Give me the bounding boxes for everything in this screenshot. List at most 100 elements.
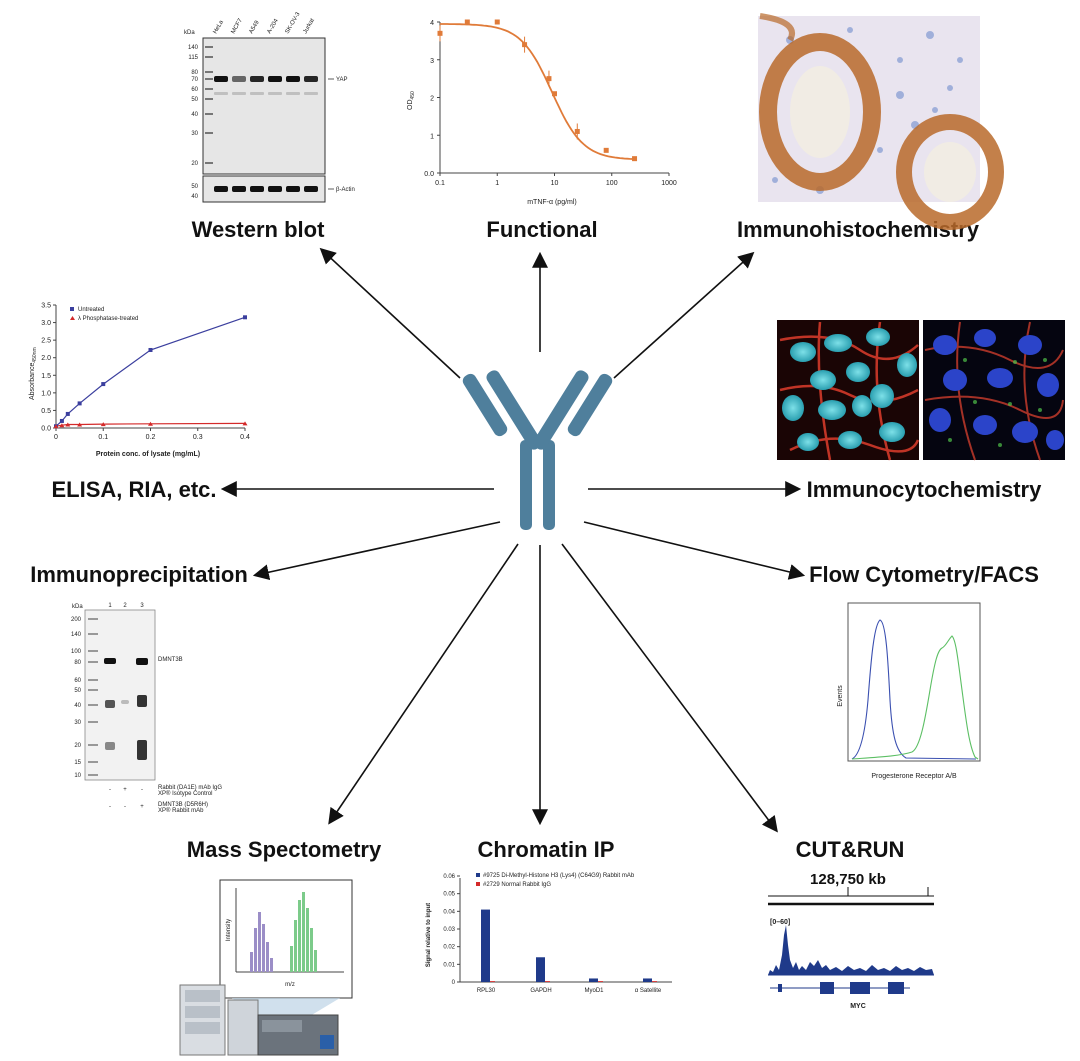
fn-x-tick-label: 10 <box>551 180 559 187</box>
chip-x-tick-label: RPL30 <box>477 988 496 994</box>
ms-xlabel: m/z <box>285 982 295 988</box>
ip-marker-label: 50 <box>74 688 81 694</box>
ip-sign: - <box>109 804 111 810</box>
elisa-point-treated <box>77 422 83 427</box>
ip-marker-label: 60 <box>74 678 81 684</box>
wb-band-actin <box>214 186 228 192</box>
chip-legend-blue: #9725 Di-Methyl-Histone H3 (Lys4) (C64G9… <box>483 873 635 879</box>
elisa-point-treated <box>59 423 65 428</box>
ip-band <box>104 658 116 664</box>
ip-target-label: DMNT3B <box>158 657 183 663</box>
wb-bands <box>214 76 318 192</box>
wb-actin-marker-label: 40 <box>191 194 198 200</box>
chip-x-tick-label: MyoD1 <box>584 988 604 994</box>
fn-data-points <box>437 19 638 162</box>
ms-peak <box>250 952 253 972</box>
elisa-y-tick-label: 2.0 <box>41 355 51 362</box>
elisa-y-tick-label: 3.0 <box>41 320 51 327</box>
chip-bar-blue <box>589 978 598 982</box>
ip-ladder-band <box>88 689 98 691</box>
wb-membrane <box>202 37 326 175</box>
ip-sign: + <box>123 787 127 793</box>
ms-peak <box>258 912 261 972</box>
wb-band-yap <box>286 76 300 82</box>
chip-bar-blue <box>643 978 652 982</box>
ms-peak <box>310 928 313 972</box>
ms-peak <box>262 924 265 972</box>
ip-band <box>137 695 147 707</box>
wb-band-actin <box>232 186 246 192</box>
label-chip: Chromatin IP <box>478 837 615 862</box>
ip-ladder-band <box>88 721 98 723</box>
arrow-ihc <box>613 251 755 379</box>
wb-band-actin <box>304 186 318 192</box>
elisa-x-tick-label: 0.3 <box>193 434 203 441</box>
wb-ladder-band <box>205 98 213 100</box>
wb-ladder-band <box>205 88 213 90</box>
wb-ladder <box>205 46 213 164</box>
cutrun-signal-track <box>768 925 934 975</box>
chip-x-tick-label: GAPDH <box>530 988 551 994</box>
ip-sign: - <box>109 787 111 793</box>
ip-sign: + <box>140 804 144 810</box>
wb-marker-label: 50 <box>191 97 198 103</box>
ms-peak <box>266 942 269 972</box>
flow-curve-blue <box>851 619 977 760</box>
flow-curve-green <box>851 635 979 760</box>
fn-data-point <box>437 30 443 36</box>
wb-marker-label: 70 <box>191 77 198 83</box>
wb-ladder-band <box>205 71 213 73</box>
fn-y-tick-label: 1 <box>430 133 434 140</box>
wb-band-minor <box>304 92 318 95</box>
ms-peak <box>302 892 305 972</box>
ip-legend-row1: Rabbit (DA1E) mAb IgG <box>158 785 222 791</box>
wb-loading-control-label: β-Actin <box>336 187 355 193</box>
elisa-y-tick-label: 2.5 <box>41 338 51 345</box>
fn-data-point <box>494 19 500 25</box>
ip-marker-label: 30 <box>74 720 81 726</box>
ip-sign: - <box>141 787 143 793</box>
fn-y-tick-label: 4 <box>430 20 434 27</box>
ip-ladder-band <box>88 761 98 763</box>
ip-band <box>137 740 147 760</box>
elisa-point-untreated <box>77 401 82 406</box>
chip-x-tick-label: α Satellite <box>635 988 662 994</box>
elisa-line-untreated <box>55 316 246 427</box>
wb-ladder-band <box>205 132 213 134</box>
cutrun-panel: 128,750 kb [0–60] MYC <box>768 871 934 1010</box>
elisa-x-tick-label: 0.4 <box>240 434 250 441</box>
label-ip: Immunoprecipitation <box>30 562 248 587</box>
cutrun-gene-label: MYC <box>850 1003 866 1010</box>
elisa-x-tick-label: 0.2 <box>146 434 156 441</box>
ip-legend-row1b: XP® Isotype Control <box>158 790 212 797</box>
wb-lane-label: SK-OV-3 <box>285 11 302 35</box>
chip-bars <box>481 909 657 982</box>
ip-sign: - <box>124 804 126 810</box>
ip-ladder-band <box>88 704 98 706</box>
elisa-xlabel: Protein conc. of lysate (mg/mL) <box>96 451 200 458</box>
ms-peak <box>294 920 297 972</box>
chip-bar-blue <box>481 909 490 982</box>
ip-band <box>121 700 129 704</box>
ip-bands <box>104 658 148 760</box>
cutrun-range: [0–60] <box>770 919 790 926</box>
fn-fit-curve <box>440 23 635 160</box>
ip-legend-row2b: XP® Rabbit mAb <box>158 807 204 814</box>
wb-band-minor <box>250 92 264 95</box>
elisa-points <box>53 315 248 429</box>
ip-lane-label: 3 <box>140 603 144 609</box>
wb-marker-label: 80 <box>191 70 198 76</box>
fn-data-point <box>552 91 557 97</box>
elisa-point-treated <box>148 421 153 426</box>
chip-bar-red <box>598 981 603 982</box>
elisa-y-tick-label: 0.5 <box>41 408 51 415</box>
chip-bar-blue <box>536 957 545 982</box>
elisa-point-untreated <box>59 418 64 423</box>
chip-bar-red <box>545 981 550 982</box>
chip-y-tick-label: 0.06 <box>443 874 455 880</box>
